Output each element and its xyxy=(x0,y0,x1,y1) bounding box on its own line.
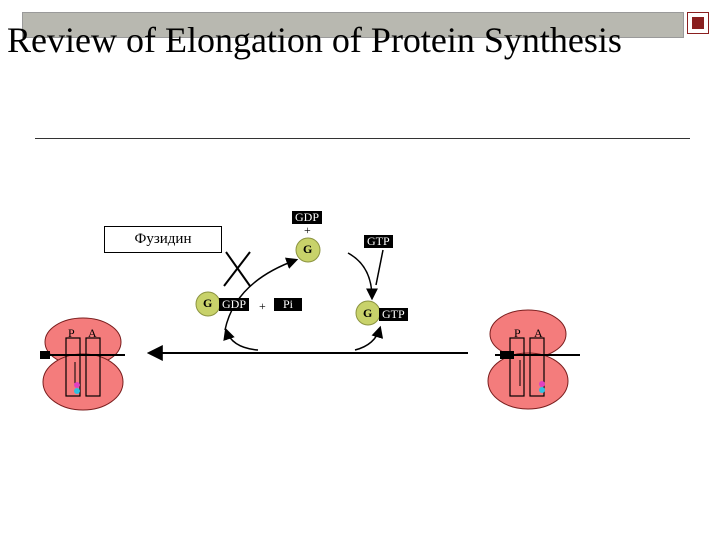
gtp-right-complex-label: GTP xyxy=(379,308,408,321)
g-right-label: G xyxy=(363,306,373,320)
corner-square-inner xyxy=(692,17,704,29)
hydrolysis-arrow xyxy=(223,327,259,351)
gdp-release-arrow xyxy=(224,257,299,331)
gtp-right-label: GTP xyxy=(364,235,393,248)
gtp-entry-arrow xyxy=(375,249,384,286)
g-top-label: G xyxy=(303,242,313,256)
ribosome-right xyxy=(487,309,580,410)
title-bar-decoration xyxy=(22,12,684,38)
slide-title: Review of Elongation of Protein Synthesi… xyxy=(7,20,622,60)
ef-g-top xyxy=(295,237,321,263)
ribosome-left xyxy=(40,317,125,411)
ribosome-right-a-site: A xyxy=(534,326,543,340)
ribosome-right-p-site: P xyxy=(514,326,521,340)
pi-label: Pi xyxy=(274,298,303,311)
ribosome-left-a-site: A xyxy=(88,326,97,340)
title-divider xyxy=(35,138,690,139)
g-left-label: G xyxy=(203,296,213,310)
plus-mid-label: + xyxy=(259,299,266,313)
gtp-binding-arrow xyxy=(347,252,378,301)
inhibition-cross-line-2 xyxy=(223,251,251,287)
fusidin-inhibitor-box: Фузидин xyxy=(104,226,222,253)
gdp-left-label: GDP xyxy=(219,298,250,311)
corner-square-decoration xyxy=(687,12,709,34)
ef-g-binding-arrow xyxy=(354,325,384,351)
plus-top-label: + xyxy=(304,223,311,237)
gdp-top-label: GDP xyxy=(292,211,323,224)
ribosome-left-p-site: P xyxy=(68,326,75,340)
